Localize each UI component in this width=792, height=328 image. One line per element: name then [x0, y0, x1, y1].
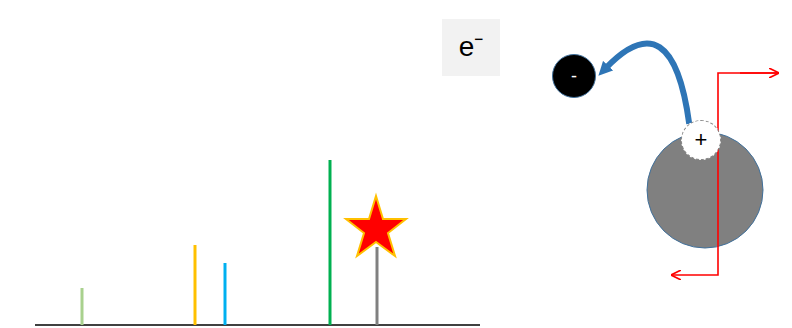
- spectrum-bar: [376, 247, 379, 325]
- spectrum-bar: [329, 160, 332, 325]
- symbol-text: +: [695, 129, 708, 151]
- hole-circle: +: [681, 120, 721, 160]
- symbol-text: -: [571, 67, 577, 85]
- baseline: [35, 324, 480, 326]
- symbol-text: e⁻: [459, 33, 484, 61]
- electron-label-box: e⁻: [442, 19, 500, 76]
- spectrum-bar: [81, 288, 84, 325]
- spectrum-bar: [194, 245, 197, 325]
- red-arrow: [740, 72, 778, 74]
- electron-circle: -: [552, 54, 596, 98]
- spectrum-bar: [224, 263, 227, 325]
- curved-arrow: [605, 43, 689, 123]
- star-marker: [346, 196, 406, 256]
